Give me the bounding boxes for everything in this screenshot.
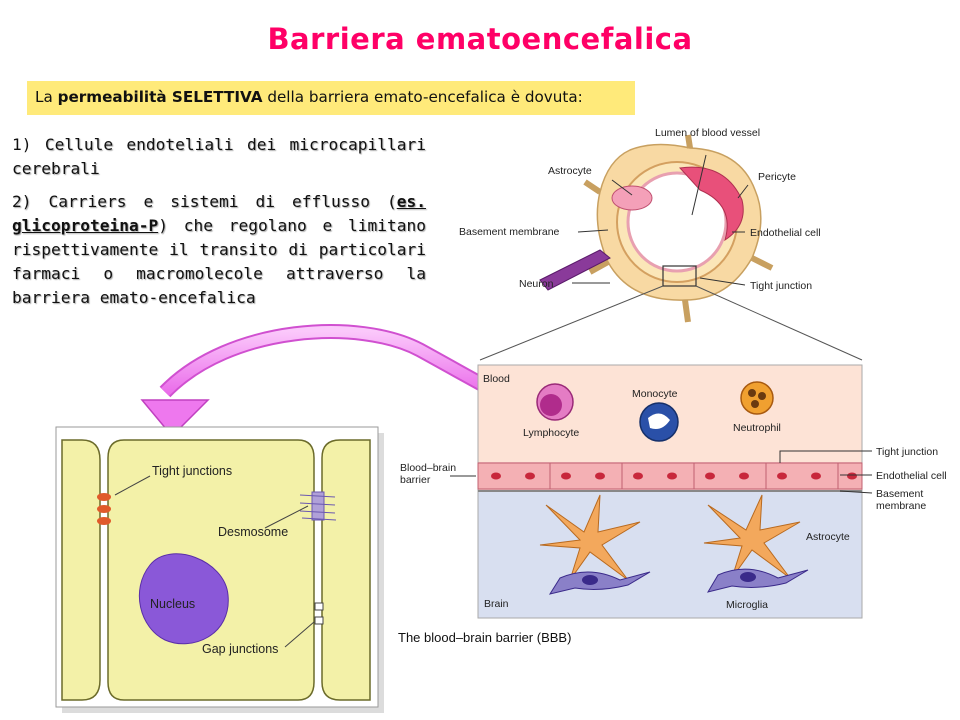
points-list: 1) Cellule endoteliali dei microcapillar… <box>12 133 426 319</box>
neuron-process <box>539 249 611 291</box>
label-monocyte: Monocyte <box>632 388 678 400</box>
label-nucleus: Nucleus <box>150 597 195 611</box>
label-microglia: Microglia <box>726 599 768 611</box>
point-1-number: 1) <box>12 135 45 154</box>
label-lumen: Lumen of blood vessel <box>655 127 760 139</box>
nucleus-icon <box>138 553 229 645</box>
tight-junction-box <box>662 265 697 287</box>
label-lymphocyte: Lymphocyte <box>523 427 579 439</box>
label-bbb-line2: barrier <box>400 474 431 486</box>
intro-banner: La permeabilità SELETTIVA della barriera… <box>27 81 635 115</box>
capillary-cross-section: Lumen of blood vessel Astrocyte Pericyte… <box>459 127 863 361</box>
point-2-text-a: Carriers e sistemi di efflusso ( <box>48 192 397 211</box>
pericyte <box>678 166 744 242</box>
label-tight-junction-top: Tight junction <box>750 280 812 292</box>
microglia-cell-right <box>706 568 809 593</box>
vessel-lumen <box>626 171 728 273</box>
label-endothelial-top: Endothelial cell <box>750 227 821 239</box>
intro-text-before: La <box>35 88 58 106</box>
neutrophil-icon <box>740 381 774 415</box>
bbb-detail: Blood Monocyte Lymphocyte Neutrophil Blo… <box>398 364 947 645</box>
intro-text-after: della barriera emato-encefalica è dovuta… <box>262 88 583 106</box>
monocyte-icon <box>639 402 679 442</box>
label-brain: Brain <box>484 598 509 610</box>
bbb-caption: The blood–brain barrier (BBB) <box>398 630 571 645</box>
cell-junctions-diagram: Tight junctions Desmosome Nucleus Gap ju… <box>55 426 384 713</box>
intro-text-bold: permeabilità SELETTIVA <box>57 88 263 106</box>
label-basement-line2: membrane <box>876 500 926 512</box>
label-gap-junctions: Gap junctions <box>202 642 278 656</box>
point-1-text: Cellule endoteliali dei microcapillari c… <box>12 135 426 178</box>
label-basement-line1: Basement <box>876 488 923 500</box>
cell-left <box>61 439 101 701</box>
microglia-cell-left <box>548 571 651 595</box>
label-endothelial-bbb: Endothelial cell <box>876 470 947 482</box>
point-2-number: 2) <box>12 192 49 211</box>
label-bbb-line1: Blood–brain <box>400 462 456 474</box>
label-neuron: Neuron <box>519 278 554 290</box>
desmosome-icon <box>299 491 337 521</box>
point-2-underline: es. glicoproteina-P <box>12 192 426 235</box>
label-tight-junction-bbb: Tight junction <box>876 446 938 458</box>
astrocyte-cell-left <box>539 494 641 581</box>
point-2-text-b: ) che regolano e limitano rispettivament… <box>12 216 426 307</box>
tight-junctions-icon <box>97 493 111 525</box>
label-blood: Blood <box>483 373 510 385</box>
point-2: 2) Carriers e sistemi di efflusso (es. g… <box>12 190 426 310</box>
point-1: 1) Cellule endoteliali dei microcapillar… <box>12 133 426 181</box>
label-astrocyte-bbb: Astrocyte <box>806 531 850 543</box>
arrow-head-left <box>140 399 210 438</box>
label-neutrophil: Neutrophil <box>733 422 781 434</box>
label-pericyte: Pericyte <box>758 171 796 183</box>
label-desmosome: Desmosome <box>218 525 288 539</box>
gap-junctions-icon <box>314 602 324 625</box>
page-title: Barriera ematoencefalica <box>267 22 693 56</box>
cell-right <box>321 439 371 701</box>
lymphocyte-icon <box>536 383 574 421</box>
label-basement-membrane: Basement membrane <box>459 226 560 238</box>
endothelial-cell-row <box>477 462 863 490</box>
label-tight-junctions: Tight junctions <box>152 464 232 478</box>
astrocyte-cell-right <box>703 494 801 579</box>
label-astrocyte-top: Astrocyte <box>548 165 592 177</box>
